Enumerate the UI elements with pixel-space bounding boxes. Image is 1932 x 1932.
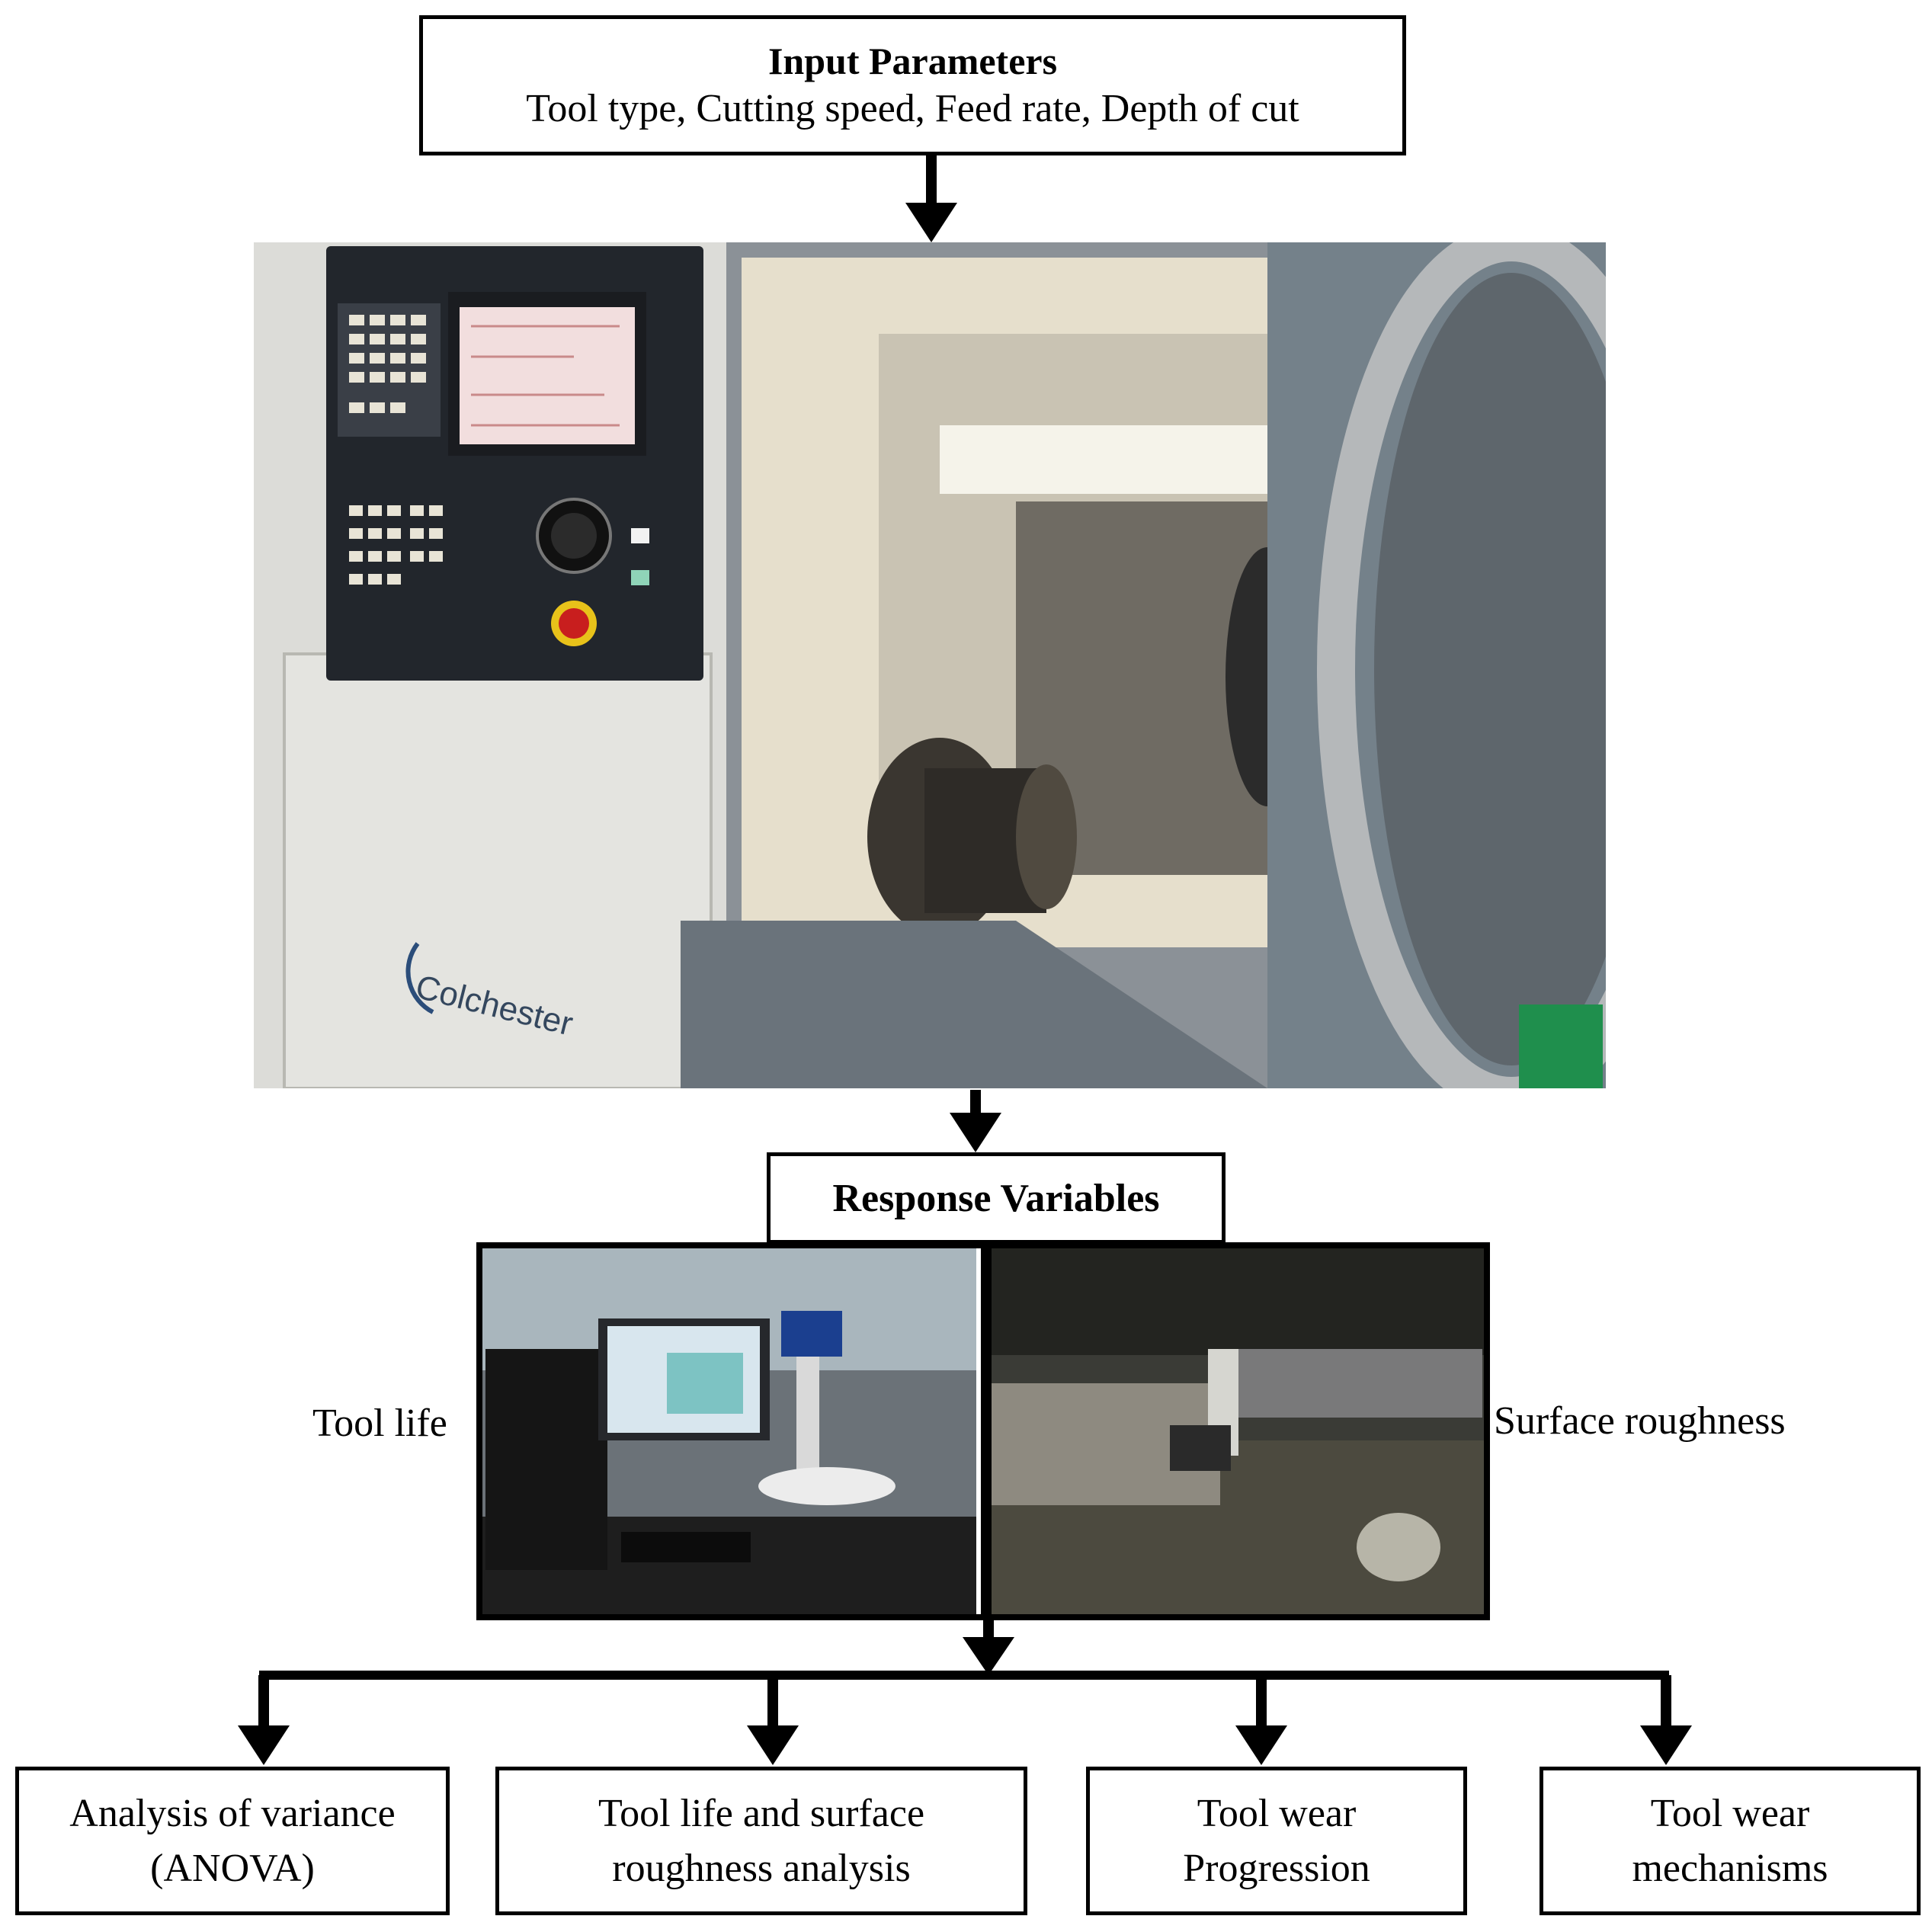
response-variables-title: Response Variables (832, 1176, 1160, 1220)
input-parameters-list: Tool type, Cutting speed, Feed rate, Dep… (526, 87, 1299, 130)
input-parameters-box: Input Parameters Tool type, Cutting spee… (419, 15, 1406, 155)
tool-life-label: Tool life (312, 1402, 447, 1445)
surface-roughness-photo (992, 1248, 1484, 1614)
arrow-to-tool-life-analysis (747, 1675, 799, 1765)
tool-wear-mechanisms-box: Tool wear mechanisms (1540, 1767, 1921, 1915)
tool-life-photo (482, 1248, 976, 1614)
anova-line2: (ANOVA) (150, 1846, 315, 1890)
cnc-lathe-photo: Colchester (254, 242, 1606, 1088)
arrow-to-anova (238, 1675, 290, 1765)
anova-box: Analysis of variance (ANOVA) (15, 1767, 450, 1915)
tool-life-surface-analysis-box: Tool life and surface roughness analysis (495, 1767, 1027, 1915)
response-images-frame (476, 1242, 1490, 1620)
anova-line1: Analysis of variance (69, 1791, 396, 1835)
input-parameters-title: Input Parameters (767, 40, 1058, 82)
arrow-input-to-machine (905, 155, 957, 242)
arrow-images-to-bus (963, 1620, 1014, 1675)
tool-wear-progression-box: Tool wear Progression (1086, 1767, 1467, 1915)
arrow-to-wear-mechanisms (1640, 1675, 1692, 1765)
arrow-to-wear-progression (1235, 1675, 1287, 1765)
tool-wear-progression-line1: Tool wear (1197, 1791, 1357, 1835)
tool-life-surface-analysis-line2: roughness analysis (612, 1846, 911, 1890)
arrow-machine-to-response (950, 1090, 1001, 1152)
tool-life-surface-analysis-line1: Tool life and surface (598, 1791, 925, 1835)
tool-wear-mechanisms-line1: Tool wear (1650, 1791, 1810, 1835)
tool-wear-mechanisms-line2: mechanisms (1632, 1846, 1828, 1890)
tool-wear-progression-line2: Progression (1183, 1846, 1370, 1890)
response-variables-box: Response Variables (767, 1152, 1226, 1244)
surface-roughness-label: Surface roughness (1494, 1399, 1786, 1443)
